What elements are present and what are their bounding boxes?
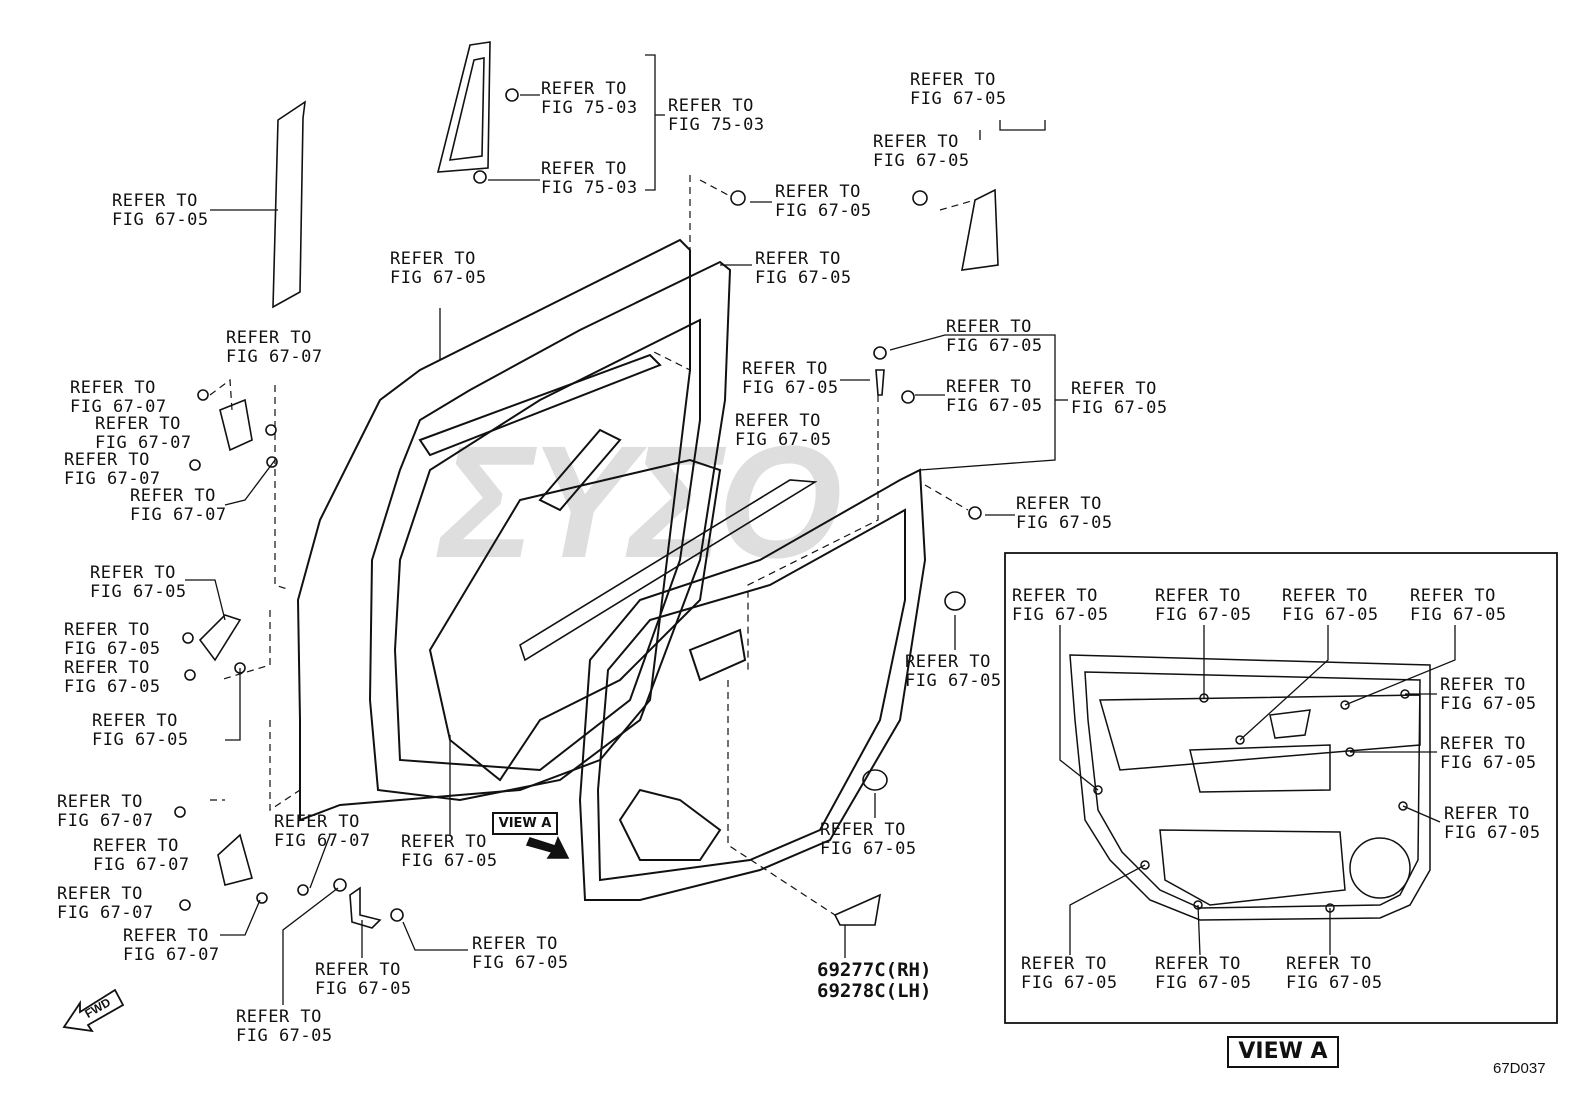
dashed-guides: [209, 175, 976, 916]
watermark: ΣΥΣΟ: [440, 412, 842, 591]
lower-hinge: [174, 806, 347, 911]
upper-hinge: [189, 389, 278, 471]
part-number-list: 69277C(RH)69278C(LH): [817, 960, 931, 1002]
door-check: [182, 614, 246, 681]
view-a-arrow: [525, 836, 570, 859]
diagram-code: 67D037: [1493, 1060, 1546, 1077]
door-frame: [296, 238, 732, 822]
view-a-title: VIEW A: [1227, 1036, 1339, 1068]
part-number-rh: 69277C(RH): [817, 959, 932, 981]
view-a-leaders: [1059, 625, 1456, 956]
part-number-lh: 69278C(LH): [817, 980, 932, 1002]
view-a-panel: [1069, 654, 1431, 921]
bracket: [349, 886, 404, 929]
leader-lines: [185, 54, 1068, 1005]
door-molding-strip: [272, 100, 307, 309]
fasteners: [730, 188, 999, 926]
view-a-box: [1004, 552, 1558, 1024]
quarter-glass: [436, 41, 519, 184]
fwd-arrow: [62, 988, 125, 1033]
view-a-tag: VIEW A: [492, 812, 558, 835]
belt-weatherstrip: [519, 479, 818, 662]
